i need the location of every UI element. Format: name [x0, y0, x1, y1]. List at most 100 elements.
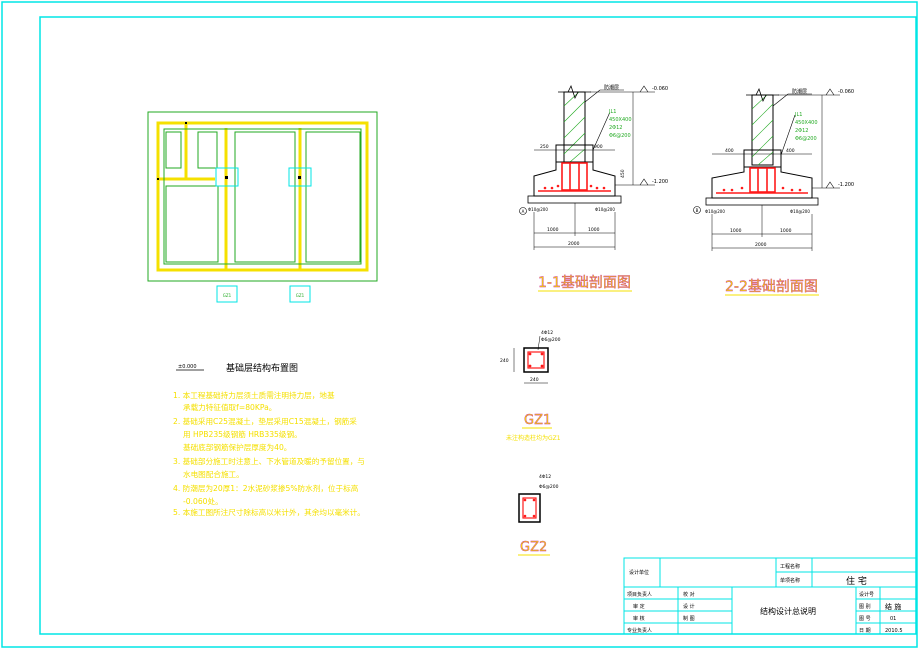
s2-elev-top-mark: [825, 88, 835, 96]
note-line-1: 1. 本工程基础持力层须土质需注明持力层，地基: [173, 390, 335, 400]
s2-beam-spec-1: 450X400: [795, 120, 818, 126]
s1-rebar-label: Φ10@200: [528, 207, 548, 212]
s1-elev-bot: -1.200: [652, 179, 668, 185]
s2-beam-spec-3: Φ6@200: [795, 136, 817, 142]
tb-drawing-no: 01: [890, 616, 896, 622]
s2-rebar-label: Φ10@200: [705, 209, 725, 214]
tb-row1-a: 项目负责人: [627, 591, 652, 598]
tb-drawing-title: 结构设计总说明: [760, 606, 816, 616]
s1-wall-hatch: [563, 91, 586, 163]
tb-drawing-type-label: 图 别: [859, 603, 871, 610]
s2-dim-left: 1000: [730, 228, 742, 234]
tb-drawing-type: 结 施: [885, 602, 901, 611]
s2-wall: [751, 94, 774, 166]
column-dots: [157, 122, 301, 180]
s2-beam-spec-2: 2Φ12: [795, 128, 808, 134]
s1-axis-bubble: [519, 207, 527, 215]
s1-dim-a: 250: [540, 144, 549, 150]
tb-subitem: 住 宅: [846, 575, 867, 587]
s1-layer-label: 防潮层: [604, 84, 619, 91]
s2-dim-total: 2000: [755, 242, 767, 248]
s1-beam: [555, 144, 594, 163]
s2-break-line: [746, 87, 779, 103]
tb-row2-b: 设 计: [683, 603, 695, 610]
gz1-dim-w: 240: [530, 377, 539, 383]
s1-break-line: [558, 84, 591, 100]
s1-rebar: [538, 162, 611, 192]
s1-rebar-dots: [543, 184, 606, 190]
note-line-8: 4. 防潮层为20厚1：2水泥砂浆掺5%防水剂，位于标高: [173, 483, 359, 493]
s2-dim-b: 400: [786, 148, 795, 154]
section-1-1: 防潮层 JL1 450X400 2Φ12 Φ6@200 -0.060 -1.20…: [519, 84, 668, 292]
s2-rebar: [716, 167, 808, 194]
s1-beam-leader: [592, 111, 611, 151]
s2-axis-label: B: [696, 208, 699, 213]
note-line-7: 水电图配合施工。: [183, 469, 244, 479]
s2-pad: [705, 197, 819, 206]
gz2-spec: 4Φ12: [539, 474, 551, 480]
inner-border: [39, 16, 917, 635]
gz1-spec-2: Φ6@200: [541, 337, 561, 343]
s2-wall-hatch: [751, 94, 774, 166]
s2-elev-bot: -1.200: [838, 182, 854, 188]
gz1-label: GZ1: [524, 413, 551, 428]
gz1-outline: [523, 347, 549, 373]
column-pads: [215, 167, 312, 187]
tb-design-unit: 设计单位: [629, 569, 649, 576]
gz2-label: GZ2: [520, 540, 547, 555]
s1-elev-top-mark: [639, 85, 649, 93]
s1-elev-bot-mark: [639, 178, 649, 186]
s2-axis-bubble: [693, 206, 701, 214]
plan-legend-box-1: [216, 285, 238, 303]
s2-title: 2-2基础剖面图: [725, 278, 818, 295]
s2-rebar-dots: [722, 186, 802, 192]
s1-title: 1-1基础剖面图: [538, 274, 631, 291]
s2-layer-leader: [772, 93, 789, 107]
s1-height-label: 450: [620, 169, 626, 178]
note-line-3: 2. 基础采用C25混凝土，垫层采用C15混凝土，钢筋采: [173, 416, 357, 426]
foundation-plan: GZ1 GZ1: [147, 111, 378, 303]
s1-dim-left: 1000: [547, 227, 559, 233]
note-line-2: 承载力特征值取f=80KPa。: [183, 402, 276, 412]
s2-beam-leader: [780, 114, 796, 156]
section-2-2: 防潮层 JL1 450X400 2Φ12 Φ6@200 -0.060 -1.20…: [693, 87, 854, 296]
general-notes: 1. 本工程基础持力层须土质需注明持力层，地基 承载力特征值取f=80KPa。 …: [173, 390, 365, 517]
s2-footing: [711, 166, 813, 199]
s2-dim-a: 400: [725, 148, 734, 154]
plan-legend-box-2: [289, 285, 311, 303]
s1-pad: [527, 195, 622, 204]
s1-dim-b: 900: [594, 144, 603, 150]
gz1-leader: [537, 335, 541, 351]
gz1-detail: 4Φ12 Φ6@200 240 240 GZ1 未注构造柱均为GZ1: [500, 330, 561, 442]
tb-row3-a: 审 核: [633, 615, 645, 622]
tb-row2-a: 审 定: [633, 603, 645, 610]
tb-date-label: 日 期: [859, 628, 871, 634]
tb-subitem-label: 单项名称: [780, 577, 800, 584]
tb-drawing-no-label: 图 号: [859, 616, 871, 622]
s2-rebar-label-2: Φ10@200: [790, 209, 810, 214]
s1-beam-label: JL1: [608, 109, 616, 115]
s2-dim-right: 1000: [780, 228, 792, 234]
plan-title: 基础层结构布置图: [226, 362, 298, 374]
plan-legend-label-2: GZ1: [296, 293, 305, 298]
s1-elev-top: -0.060: [652, 86, 668, 92]
s1-beam-spec-2: 2Φ12: [609, 125, 622, 131]
tb-date: 2010.5: [885, 628, 903, 634]
gz1-stirrup: [527, 351, 545, 369]
gz2-outline: [518, 493, 541, 523]
s2-beam: [743, 149, 782, 168]
plan-outline: [147, 111, 378, 282]
title-block: 设计单位 工程名称 单项名称 住 宅 项目负责人 校 对 审 定 设 计 审 核…: [623, 557, 917, 635]
s2-beam-label: JL1: [794, 112, 802, 118]
tb-row1-b: 校 对: [683, 591, 695, 598]
gz2-spec-2: Φ6@200: [539, 484, 559, 490]
s1-dim-right: 1000: [588, 227, 600, 233]
s1-axis-label: A: [522, 209, 525, 214]
note-line-6: 3. 基础部分施工时注意上、下水管道及暖的予留位置，与: [173, 456, 365, 466]
gz2-stirrup: [522, 497, 537, 519]
gz1-dim-h: 240: [500, 358, 509, 364]
tb-row4-a: 专业负责人: [627, 627, 652, 634]
gz1-note: 未注构造柱均为GZ1: [506, 434, 561, 442]
